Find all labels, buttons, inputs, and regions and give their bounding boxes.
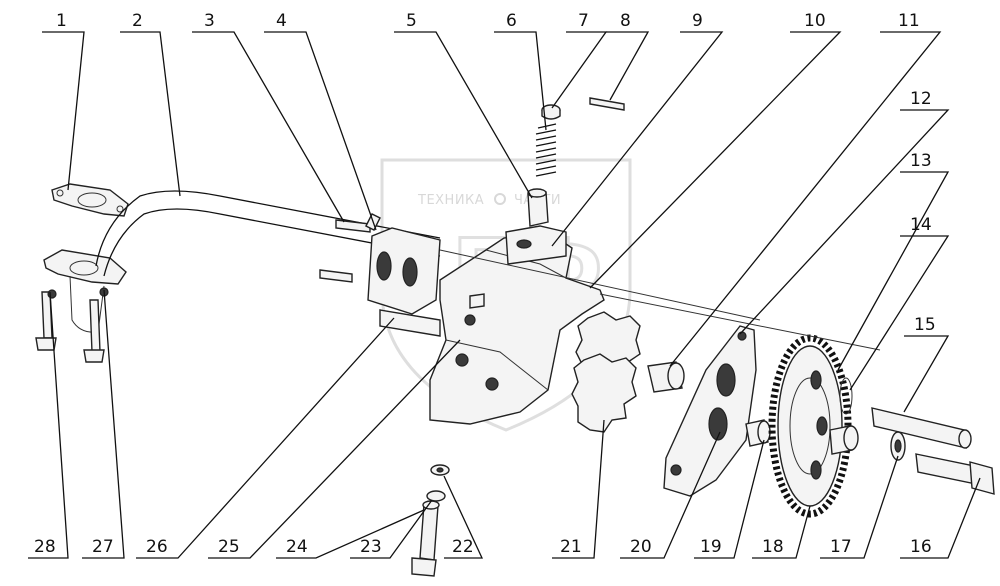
part-bottom-bolt [411,464,450,577]
part-bolt-assembly [871,407,995,495]
watermark-text-left: ТЕХНИКА [417,193,484,208]
callout-12: 12 [910,89,932,109]
callout-9: 9 [692,11,703,31]
part-bolts-left [35,287,109,363]
part-relief-valve [527,104,561,227]
part-bushing [647,361,685,393]
callout-21: 21 [560,537,582,557]
callout-4: 4 [276,11,287,31]
gear-icon [494,193,506,205]
callout-25: 25 [218,537,240,557]
callout-1: 1 [56,11,67,31]
callout-11: 11 [898,11,920,31]
callout-15: 15 [914,315,936,335]
part-small-bushing [745,419,771,447]
callout-numbers: 1 2 3 4 5 6 7 8 9 10 11 12 13 14 15 16 1… [34,11,936,557]
callout-14: 14 [910,215,932,235]
part-rear-cover [663,325,757,497]
callout-27: 27 [92,537,114,557]
callout-3: 3 [204,11,215,31]
callout-8: 8 [620,11,631,31]
part-pump-housing [429,225,605,425]
part-pump-gears [571,311,641,433]
callout-23: 23 [360,537,382,557]
part-shaft [379,309,441,337]
callout-17: 17 [830,537,852,557]
callout-28: 28 [34,537,56,557]
leader-lines [28,31,981,559]
callout-22: 22 [452,537,474,557]
callout-18: 18 [762,537,784,557]
callout-24: 24 [286,537,308,557]
callout-26: 26 [146,537,168,557]
part-pin [589,97,625,111]
callout-16: 16 [910,537,932,557]
part-cover [319,213,441,315]
callout-10: 10 [804,11,826,31]
part-drive-gear [768,334,852,518]
part-hub [829,377,859,455]
callout-7: 7 [578,11,589,31]
callout-6: 6 [506,11,517,31]
part-flange [43,249,127,333]
callout-2: 2 [132,11,143,31]
part-gasket [51,183,129,217]
callout-19: 19 [700,537,722,557]
callout-20: 20 [630,537,652,557]
callout-13: 13 [910,151,932,171]
callout-5: 5 [406,11,417,31]
part-suction-tube [95,190,441,277]
assembly-centerlines [439,249,881,351]
